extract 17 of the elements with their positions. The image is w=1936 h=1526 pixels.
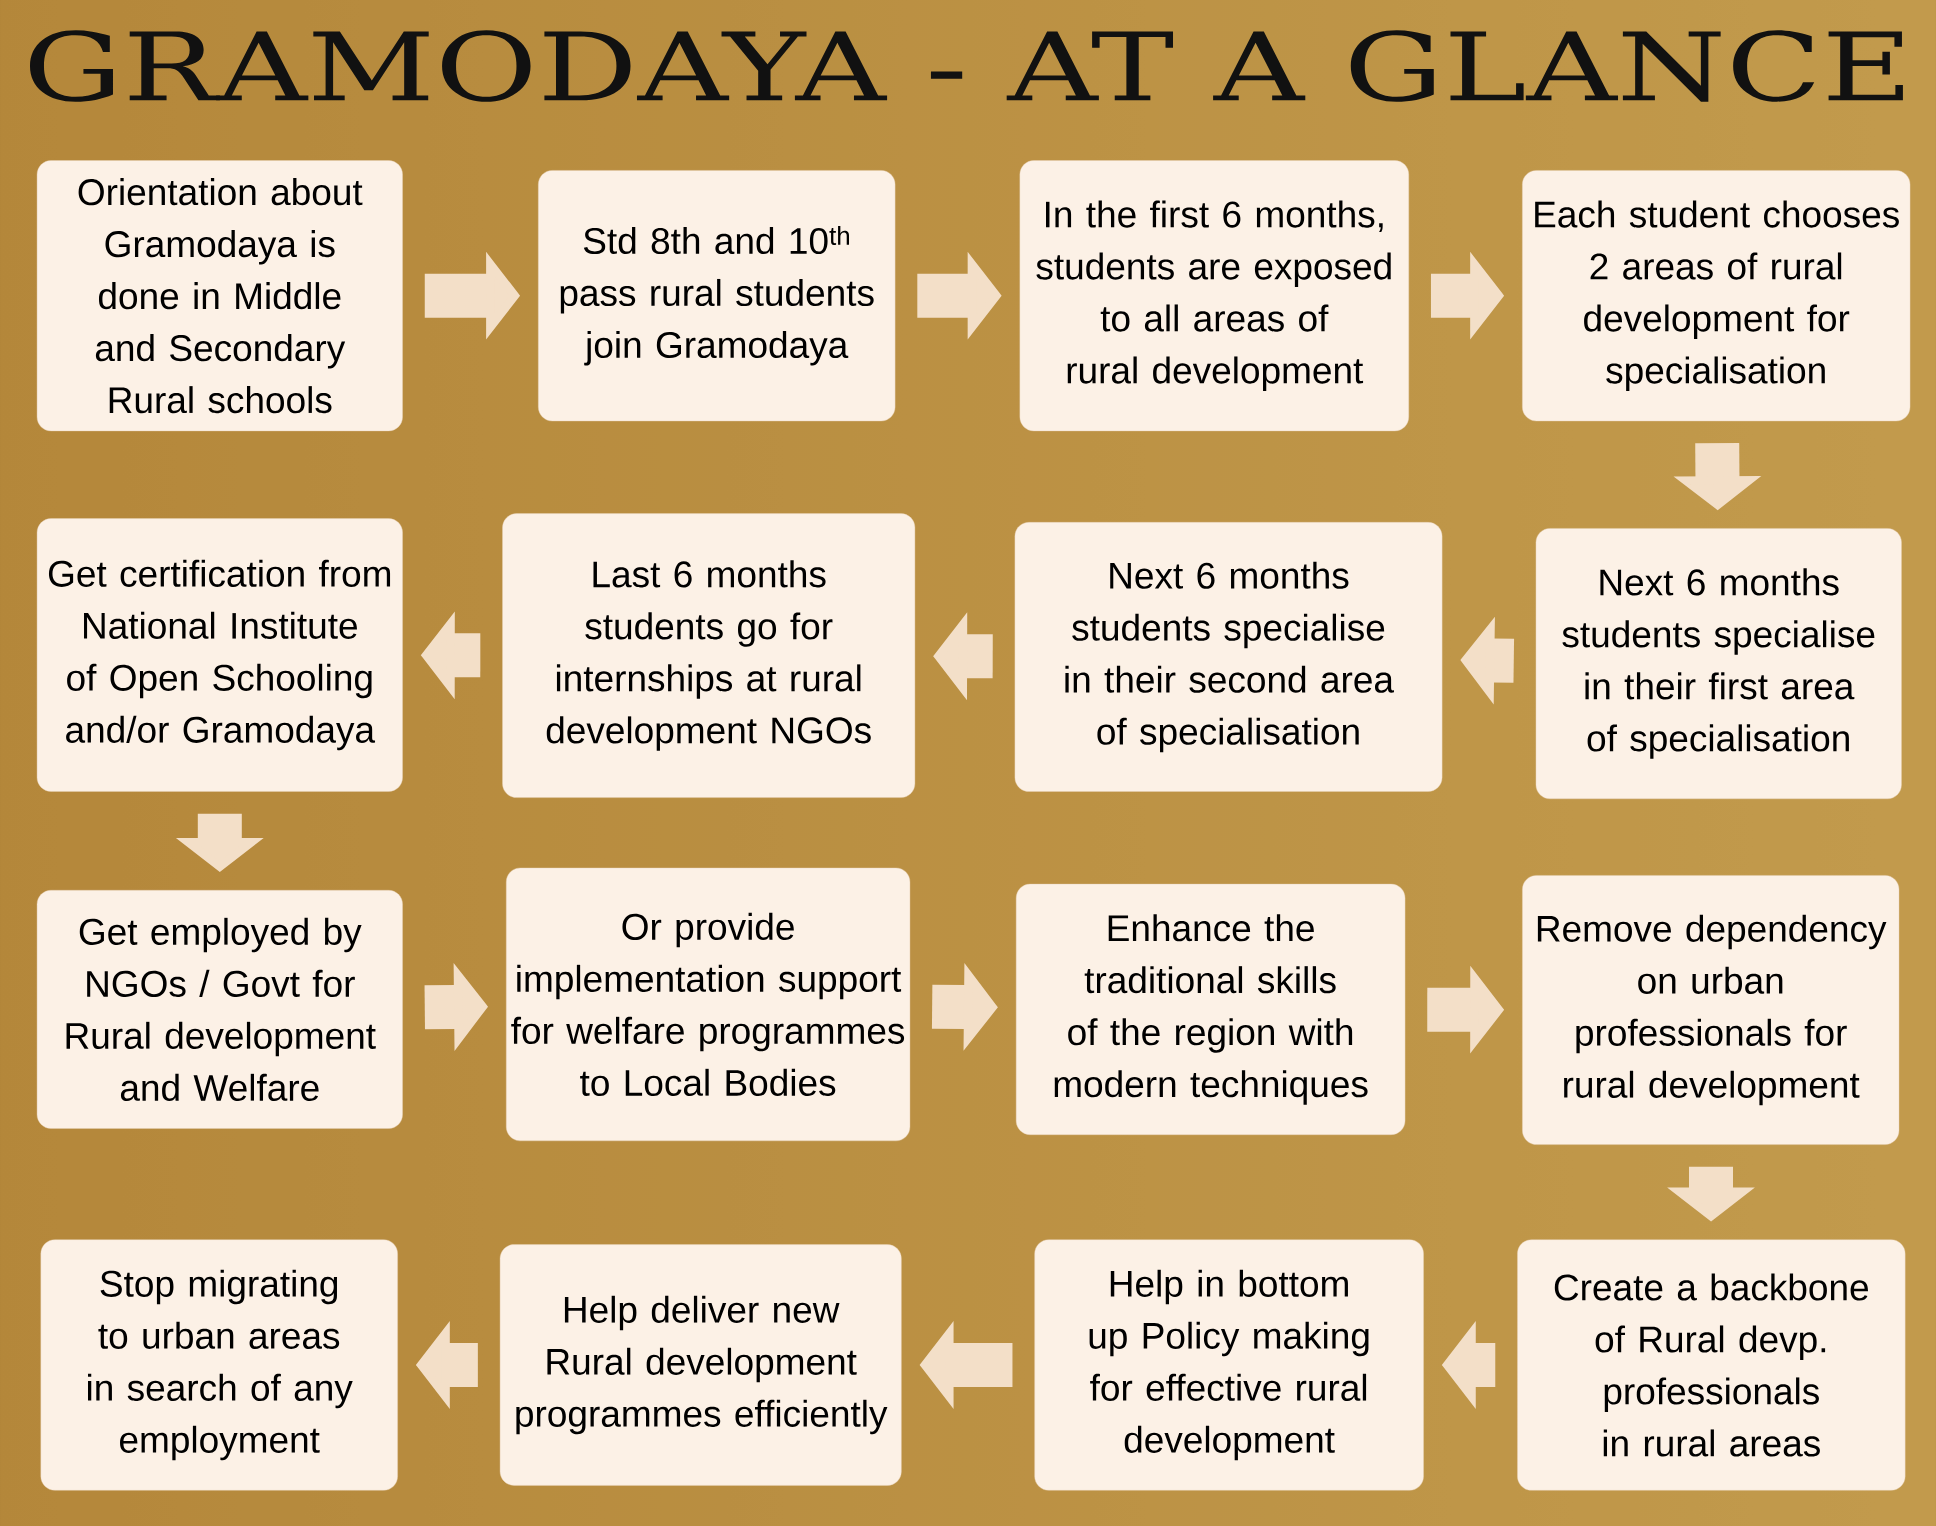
process-box: Next 6 months students specialise in their second area of specialisation — [1014, 522, 1443, 792]
process-box: Each student chooses 2 areas of rural development for specialisation — [1522, 170, 1911, 422]
process-box: Enhance the traditional skills of the region with modern techniques — [1015, 883, 1406, 1135]
process-box: Remove dependency on urban professionals for rural development — [1522, 875, 1900, 1145]
process-box: Stop migrating to urban areas in search of any employment — [40, 1239, 398, 1491]
process-box: Or provide implementation support for welfare programmes to Local Bodies — [506, 867, 911, 1142]
process-box: Get certification from National Institute of Open Schooling and/or Gramodaya — [36, 518, 403, 792]
process-box: Create a backbone of Rural devp. professionals in rural areas — [1517, 1239, 1906, 1491]
process-box: Help in bottom up Policy making for effective rural development — [1034, 1239, 1424, 1491]
process-box: In the first 6 months, students are exposed to all areas of rural development — [1019, 160, 1409, 432]
process-box: Std 8th and 10$^{th}$ pass rural students join Gramodaya — [538, 170, 896, 422]
process-box: Get employed by NGOs / Govt for Rural development and Welfare — [36, 890, 403, 1129]
process-box: Last 6 months students go for internships at rural development NGOs — [502, 513, 916, 798]
process-box: Orientation about Gramodaya is done in Middle and Secondary Rural schools — [36, 160, 403, 432]
title: GRAMODAYA - AT A GLANCE — [30, 30, 1903, 102]
process-box: Next 6 months students specialise in their first area of specialisation — [1535, 528, 1902, 799]
process-box: Help deliver new Rural development programmes efficiently — [499, 1244, 902, 1486]
